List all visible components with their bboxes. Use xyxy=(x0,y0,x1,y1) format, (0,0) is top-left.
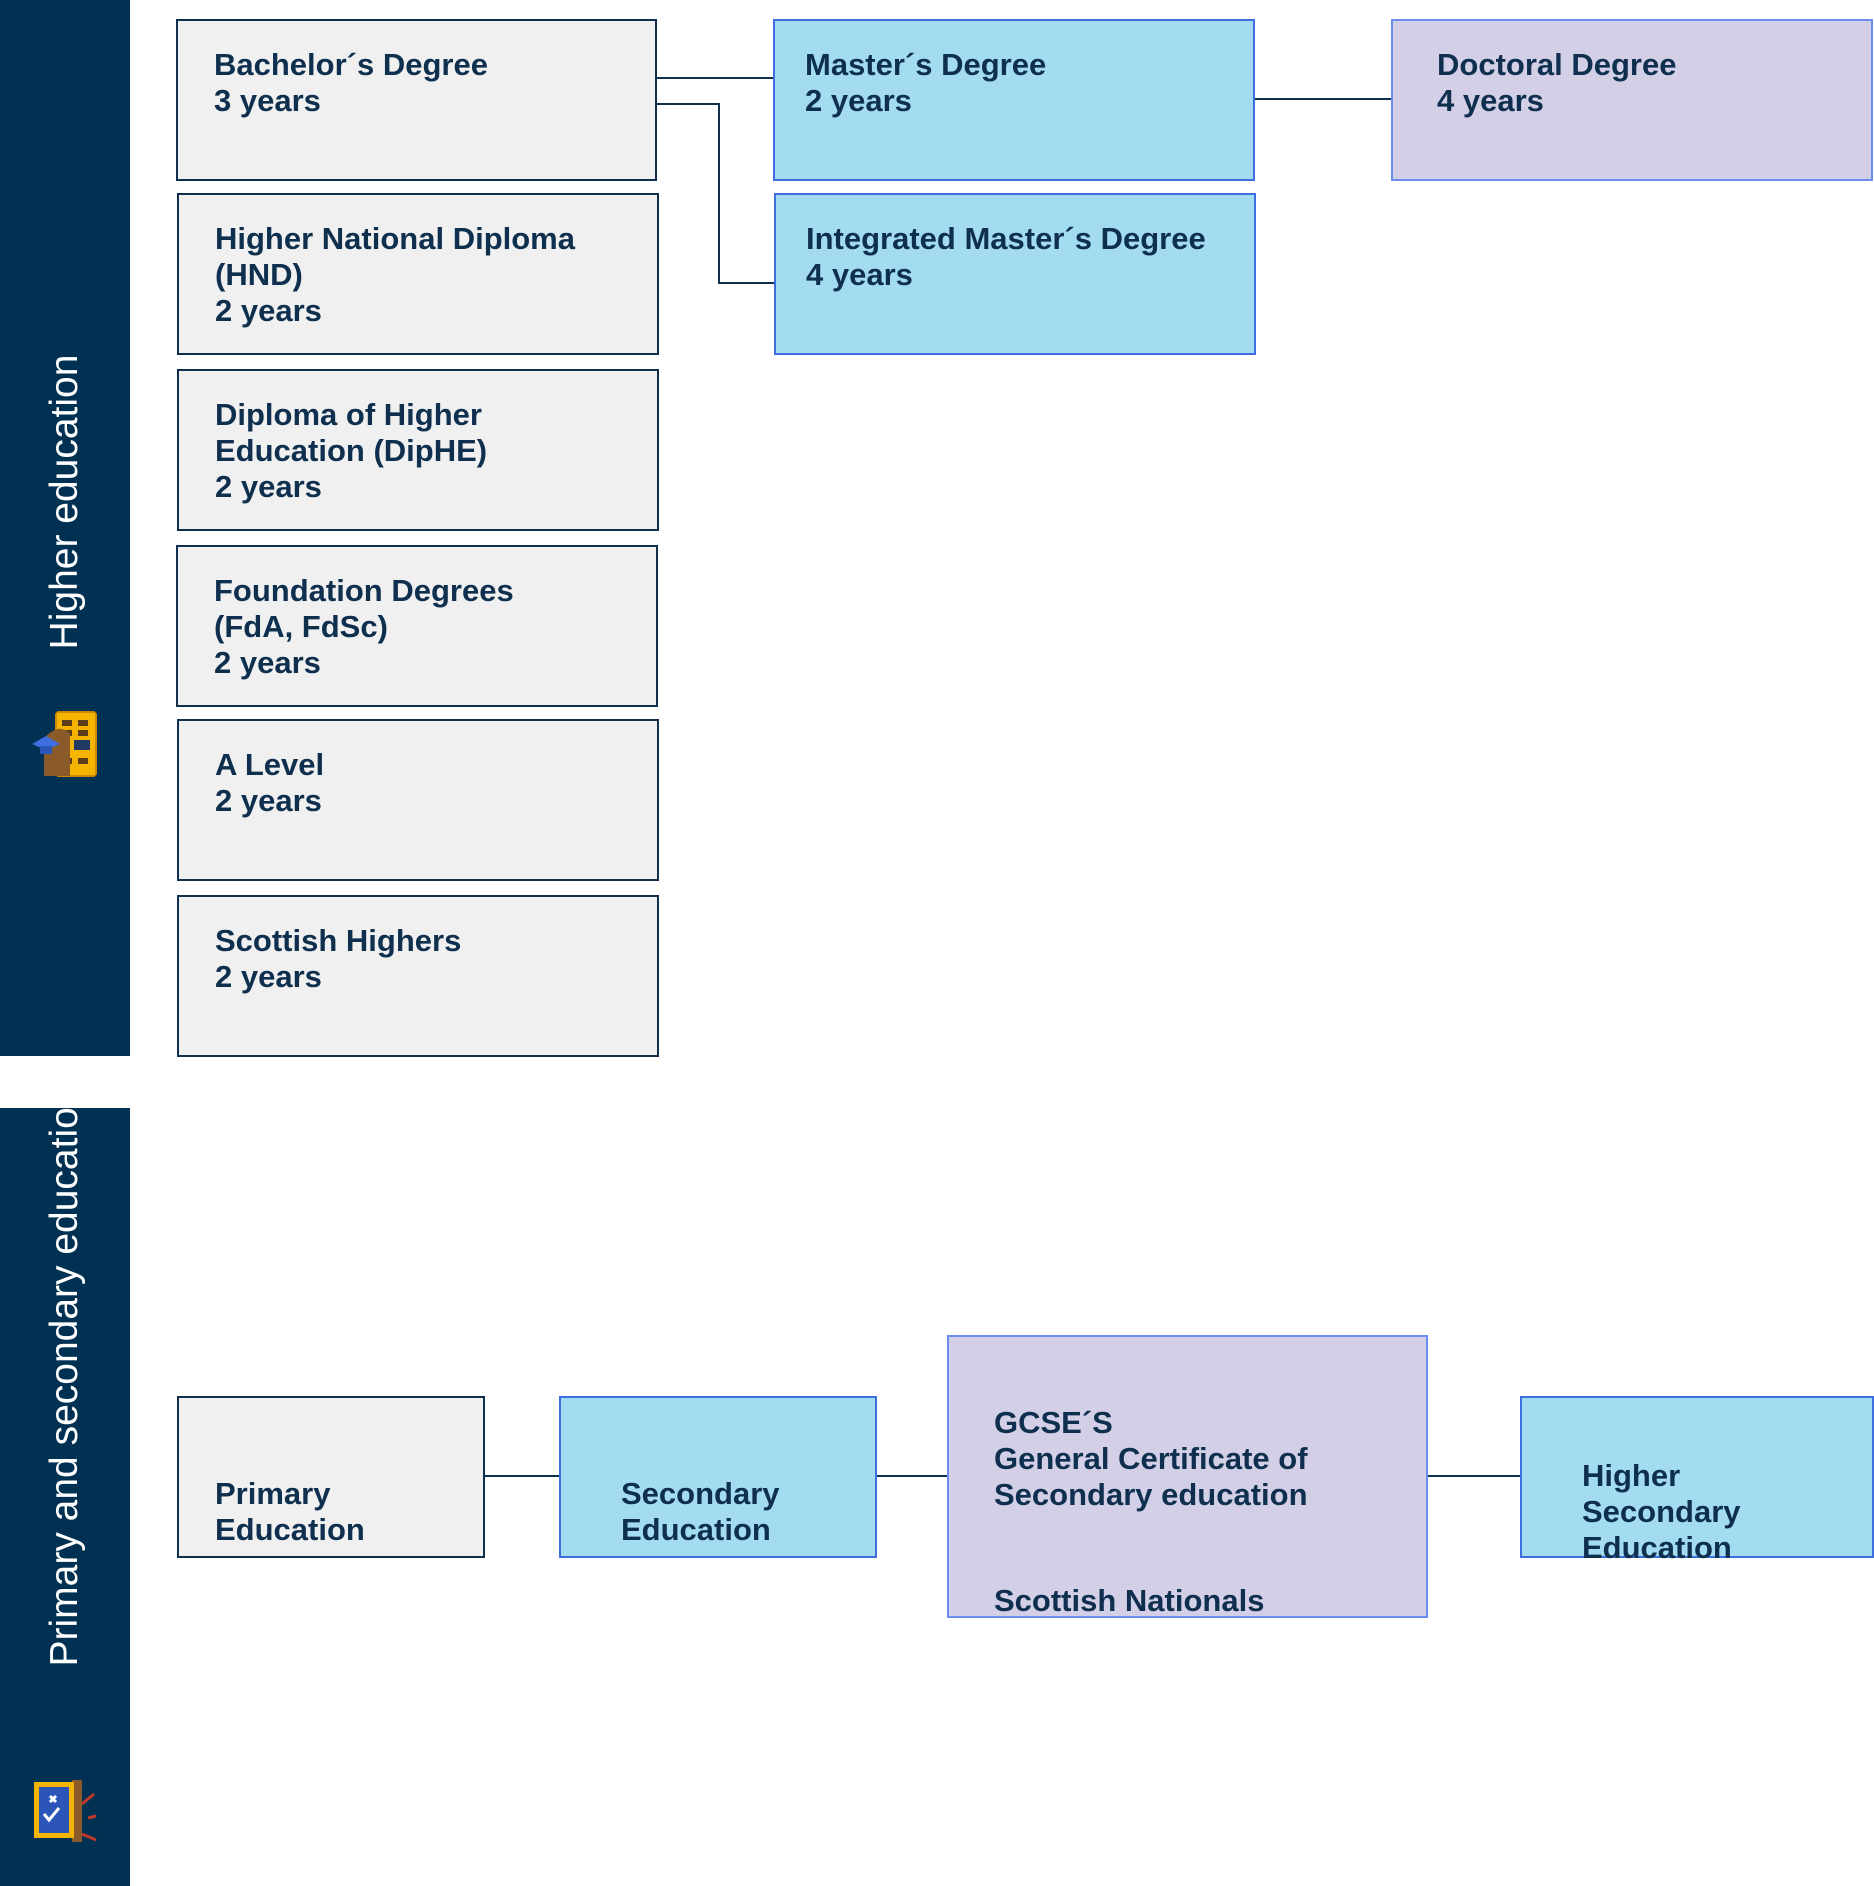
masters-degree-box: Master´s Degree 2 years xyxy=(773,19,1255,181)
doctoral-degree-box: Doctoral Degree 4 years xyxy=(1391,19,1873,181)
higher-education-band: Higher education xyxy=(0,0,130,1056)
primary-education-box: Primary Education xyxy=(177,1396,485,1558)
secondary-education-box: Secondary Education xyxy=(559,1396,877,1558)
gcse-box: GCSE´S General Certificate of Secondary … xyxy=(947,1335,1428,1618)
gcse-label: GCSE´S General Certificate of Secondary … xyxy=(994,1405,1308,1512)
integrated-masters-degree-box: Integrated Master´s Degree 4 years xyxy=(774,193,1256,355)
higher-secondary-education-box: Higher Secondary Education xyxy=(1520,1396,1874,1565)
higher-secondary-education-label: Higher Secondary Education xyxy=(1582,1458,1741,1565)
foundation-degrees-box: Foundation Degrees (FdA, FdSc) 2 years xyxy=(176,545,658,707)
primary-education-label: Primary Education xyxy=(215,1476,365,1547)
bachelor-degree-box: Bachelor´s Degree 3 years xyxy=(176,19,657,181)
school-blackboard-icon xyxy=(34,1780,97,1842)
a-level-box: A Level 2 years xyxy=(177,719,659,881)
primary-secondary-band: Primary and secondary education xyxy=(0,1086,130,1886)
scottish-nationals-label: Scottish Nationals xyxy=(994,1583,1265,1618)
diphe-box: Diploma of Higher Education (DipHE) 2 ye… xyxy=(177,369,659,531)
scottish-highers-box: Scottish Highers 2 years xyxy=(177,895,659,1057)
secondary-education-label: Secondary Education xyxy=(621,1476,780,1547)
university-building-icon xyxy=(32,711,97,777)
hnd-box: Higher National Diploma (HND) 2 years xyxy=(177,193,659,355)
